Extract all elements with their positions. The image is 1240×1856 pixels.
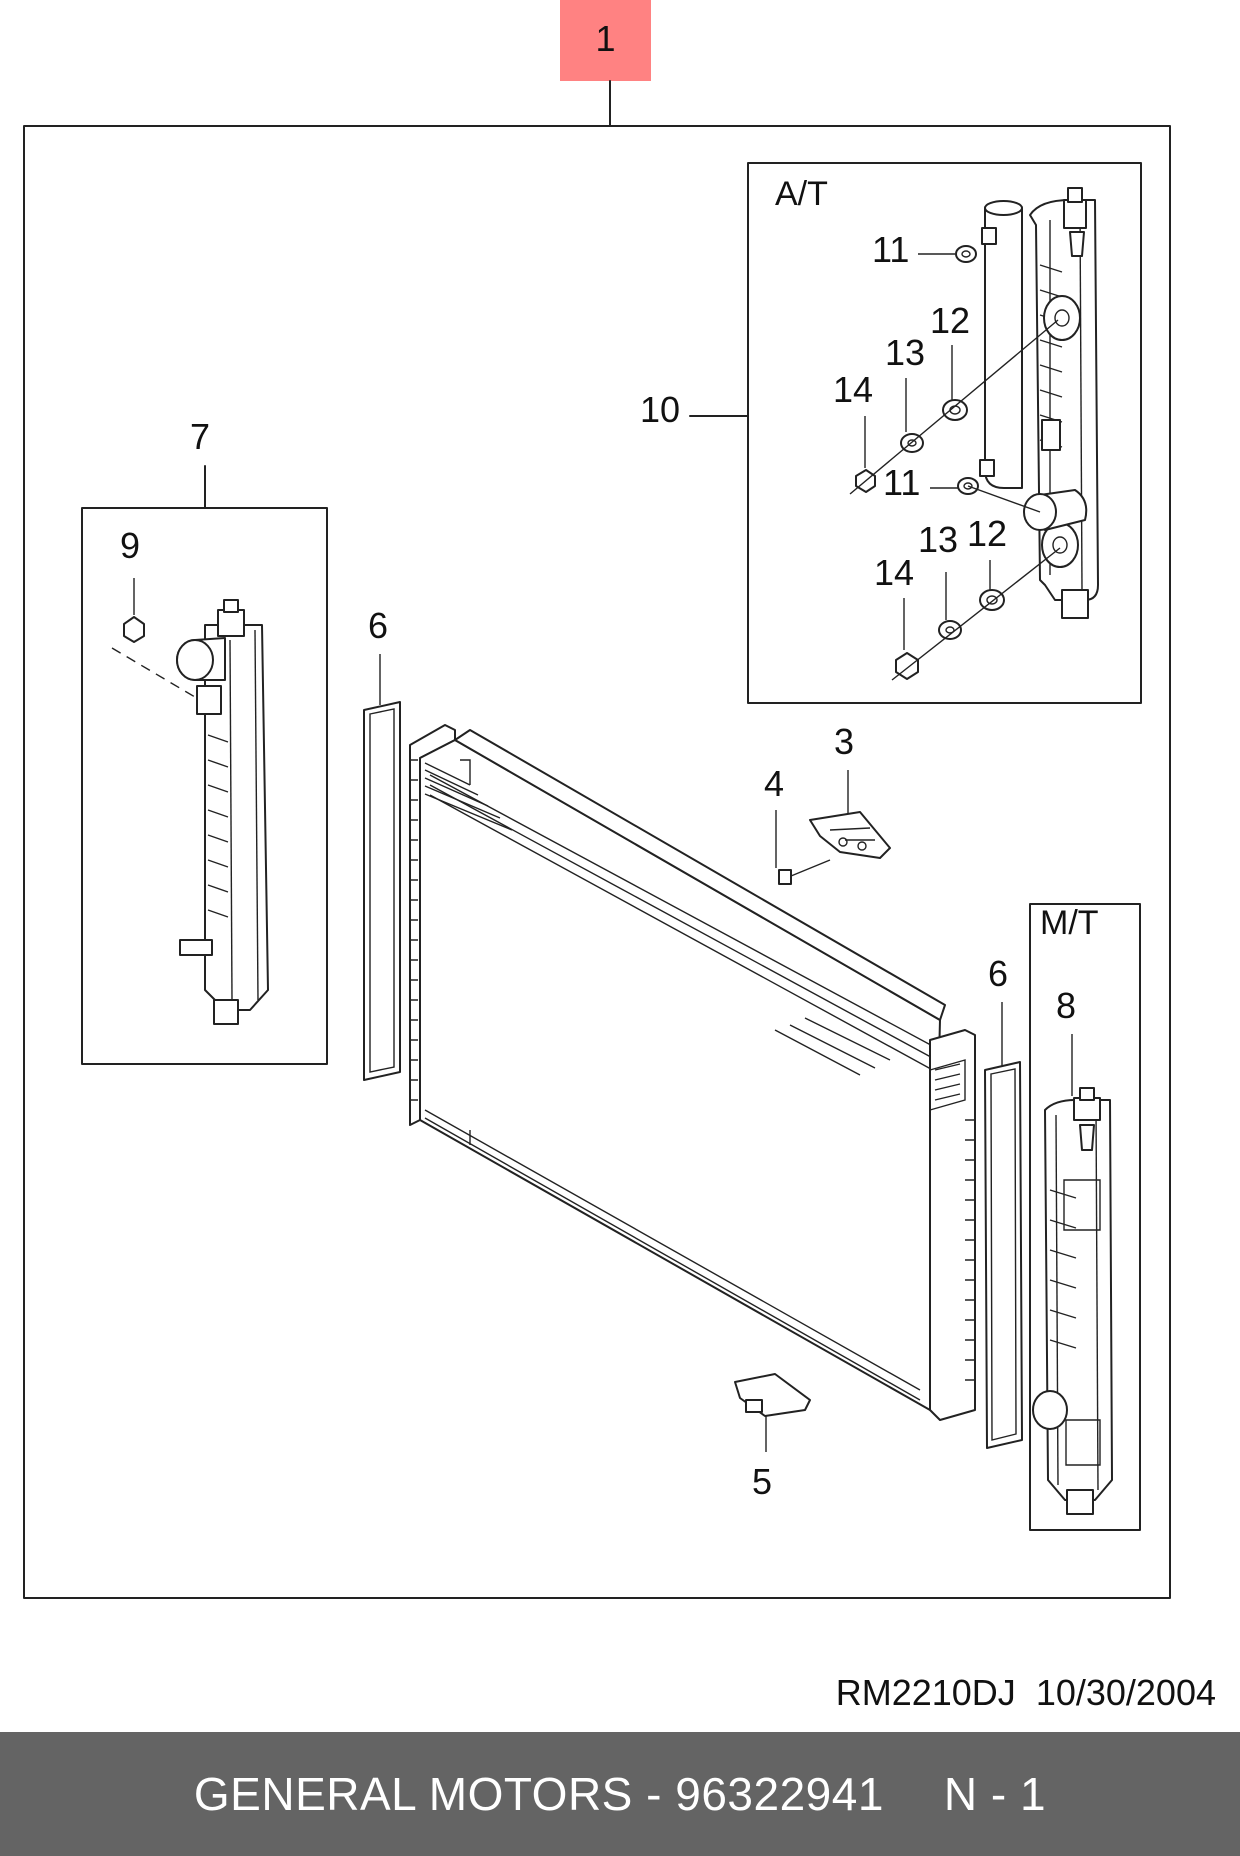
callout-7: 7 [190, 416, 210, 457]
callout-12-upper: 12 [930, 300, 970, 341]
callout-14-upper: 14 [833, 369, 873, 410]
callout-13-lower: 13 [918, 519, 958, 560]
mt-box-label: M/T [1040, 904, 1099, 942]
callout-10: 10 [640, 389, 680, 430]
callout-6-left: 6 [368, 605, 388, 646]
footer-title: GENERAL MOTORS - 96322941 [193, 1768, 884, 1820]
main-callout: 1 [560, 0, 651, 126]
parts-diagram: 1 A/T 10 [23, 0, 1171, 1599]
callout-4: 4 [764, 763, 784, 804]
diagram-frame [23, 125, 1171, 1599]
fitting-washer-upper [955, 245, 977, 263]
callout-12-lower: 12 [967, 513, 1007, 554]
seal-left: 6 [363, 605, 401, 1081]
reference-code: RM2210DJ [835, 1672, 1016, 1713]
bracket-lower: 5 [734, 1373, 811, 1502]
seal-right: 6 [984, 953, 1023, 1449]
callout-5: 5 [752, 1461, 772, 1502]
callout-6-right: 6 [988, 953, 1008, 994]
at-box: A/T 10 [640, 162, 1142, 704]
reference-date: 10/30/2004 [1035, 1672, 1216, 1713]
at-tank-drawing [979, 187, 1099, 619]
clip: 4 [764, 763, 831, 885]
drain-plug [123, 616, 145, 643]
callout-13-upper: 13 [885, 332, 925, 373]
bracket-upper: 3 [809, 721, 891, 859]
radiator-core [409, 724, 976, 1421]
callout-14-lower: 14 [874, 552, 914, 593]
callout-8: 8 [1056, 985, 1076, 1026]
mt-tank-drawing [1032, 1087, 1113, 1515]
left-tank-box: 7 9 [81, 416, 328, 1065]
callout-3: 3 [834, 721, 854, 762]
reference-line: RM2210DJ 10/30/2004 [836, 1672, 1216, 1714]
main-callout-label: 1 [595, 18, 615, 59]
left-tank-drawing [176, 599, 269, 1025]
at-box-label: A/T [775, 175, 828, 213]
callout-9: 9 [120, 525, 140, 566]
mt-box: M/T 8 [1029, 903, 1141, 1531]
callout-11-upper: 11 [872, 229, 909, 270]
footer-page: N - 1 [943, 1768, 1047, 1820]
footer-bar: GENERAL MOTORS - 96322941 N - 1 [0, 1732, 1240, 1856]
callout-11-lower: 11 [883, 462, 920, 503]
